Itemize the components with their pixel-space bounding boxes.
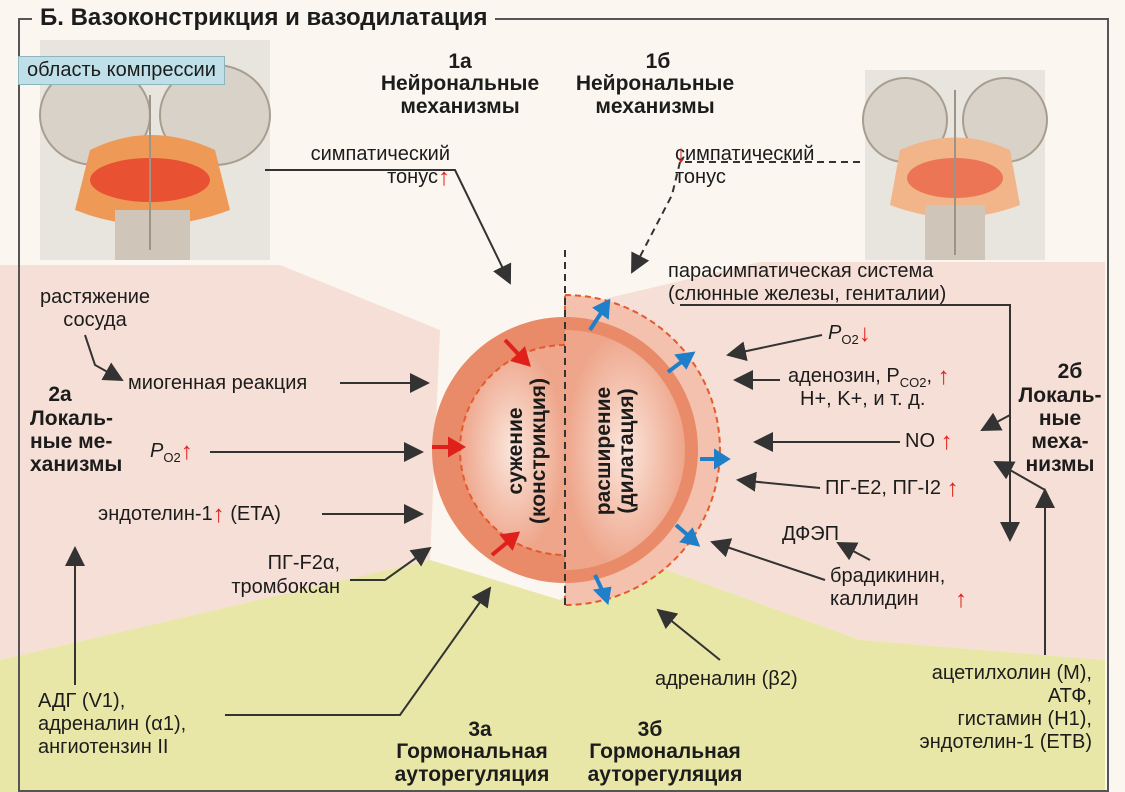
dilation-label: расширение (дилатация) <box>592 386 638 516</box>
hormones-left-label: АДГ (V1), адреналин (α1), ангиотензин II <box>38 690 187 758</box>
vessel-lumen-left <box>460 345 565 555</box>
decrease-arrow-icon: ↓ <box>858 320 871 347</box>
adenosine-label: аденозин, PCO2, ↑ <box>788 363 950 391</box>
arrow-sympathetic-right-dashed <box>631 161 860 274</box>
adrenaline-b2-label: адреналин (β2) <box>655 668 798 690</box>
vessel-stretch-label: растяжение сосуда <box>39 286 151 331</box>
increase-arrow-icon: ↑ <box>438 164 450 191</box>
po2-right-label: PO2↓ <box>828 320 871 348</box>
figure-title: Б. Вазоконстрикция и вазодилатация <box>32 4 496 32</box>
arrow-sympathetic-left <box>265 169 512 285</box>
zone-3b-title: Гормональная ауторегуляция <box>587 740 743 786</box>
arrow-pg-right <box>736 471 821 492</box>
myogenic-reaction-label: миогенная реакция <box>128 372 308 394</box>
increase-arrow-icon: ↑ <box>946 475 959 502</box>
blue-arrow-head-1 <box>592 298 611 320</box>
increase-arrow-icon: ↑ <box>940 428 953 455</box>
ions-label: H+, K+, и т. д. <box>800 388 926 410</box>
decrease-arrow-icon: ↓ <box>675 141 687 168</box>
increase-arrow-icon: ↑ <box>955 586 967 613</box>
arrow-parasympathetic-bracket <box>680 304 1011 431</box>
arrow-dfep <box>836 542 871 561</box>
blue-arrow-head-2 <box>674 351 696 370</box>
compression-area-callout: область компрессии <box>18 56 225 85</box>
zone-2b-title: Локаль- ные меха- низмы <box>1018 384 1102 476</box>
arrow-pgf2a <box>350 546 432 581</box>
zone-2a-number: 2а <box>48 383 72 406</box>
dilation-arrows <box>588 298 731 606</box>
red-arrow-head-3 <box>499 531 521 551</box>
parasympathetic-label: парасимпатическая система (слюнные желез… <box>668 260 947 305</box>
constriction-label: сужение (констрикция) <box>504 378 550 525</box>
bradykinin-increase-arrow: ↑ <box>955 586 967 613</box>
blue-arrow-head-5 <box>592 586 612 606</box>
arrow-hormones-left <box>225 586 492 716</box>
arrow-po2-right <box>726 334 823 362</box>
arrow-adrenaline-b2 <box>656 608 721 661</box>
endothelin-left-label: эндотелин-1↑ (ETA) <box>98 501 281 528</box>
zone-1b-title: Нейрональные механизмы <box>575 72 735 118</box>
vessel-lumen-right <box>565 330 685 570</box>
bradykinin-label: брадикинин, каллидин <box>830 565 946 610</box>
arrow-hormones-right-no <box>993 461 1046 491</box>
zone-3a-title: Гормональная ауторегуляция <box>394 740 550 786</box>
zone-1a-number: 1а <box>448 50 472 73</box>
zone-3a-number: 3а <box>468 718 492 741</box>
no-label: NO ↑ <box>905 428 953 455</box>
po2-left-label: PO2↑ <box>150 438 193 466</box>
zone-3b-number: 3б <box>637 718 663 741</box>
yellow-zone-left <box>0 560 560 792</box>
thromboxane-label: тромбоксан <box>231 576 340 598</box>
yellow-zone-right <box>560 560 1105 792</box>
blue-arrow-head-4 <box>679 527 701 547</box>
zone-2a-title: Локаль- ные ме- ханизмы <box>30 407 123 476</box>
red-arrow-head-1 <box>510 346 531 367</box>
increase-arrow-icon: ↑ <box>180 438 193 465</box>
figure-frame <box>18 18 1109 792</box>
red-arrow-head-2 <box>448 436 466 458</box>
zone-1b-number: 1б <box>645 50 671 73</box>
sympathetic-tone-left: симпатический тонус↑ <box>310 143 450 191</box>
pink-zone-right <box>600 262 1105 660</box>
zone-1a-title: Нейрональные механизмы <box>380 72 540 118</box>
blue-arrow-head-3 <box>714 448 731 470</box>
sympathetic-decrease-arrow: ↓ <box>675 141 687 168</box>
dfep-label: ДФЭП <box>782 523 840 545</box>
increase-arrow-icon: ↑ <box>937 363 950 390</box>
sympathetic-tone-right: симпатический тонус <box>675 143 815 188</box>
zone-2b-number: 2б <box>1057 360 1083 383</box>
pgf2a-label: ПГ-F2α, <box>267 552 340 574</box>
pg-right-label: ПГ-E2, ПГ-I2 ↑ <box>825 475 959 502</box>
arrow-bradykinin <box>710 538 826 581</box>
increase-arrow-icon: ↑ <box>212 501 225 528</box>
hormones-right-label: ацетилхолин (M), АТФ, гистамин (H1), энд… <box>919 662 1092 753</box>
arrow-vessel-stretch <box>84 334 124 381</box>
constriction-arrows <box>432 338 531 557</box>
